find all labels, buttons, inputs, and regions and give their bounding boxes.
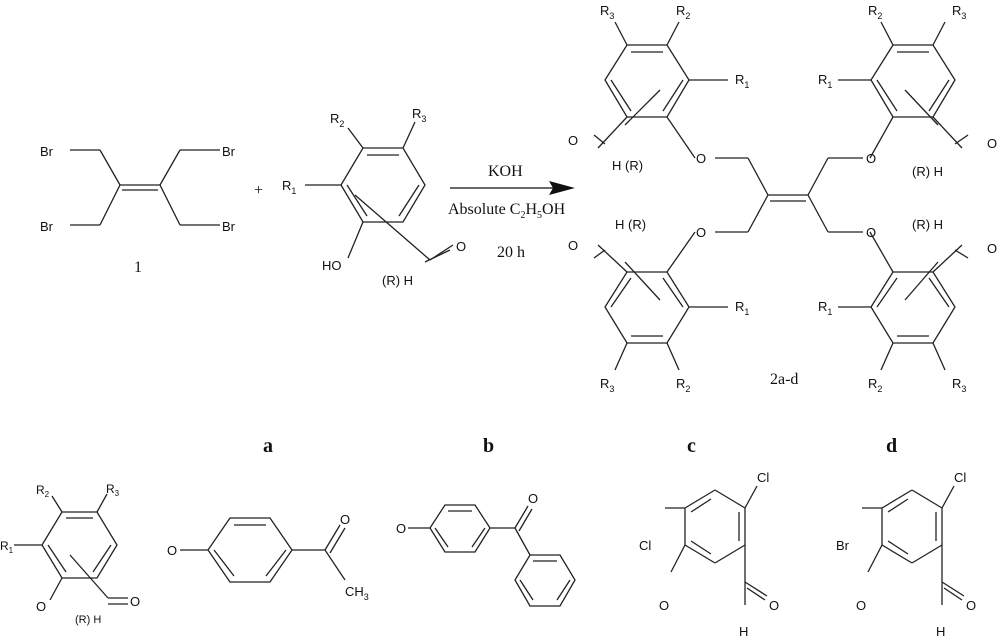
bond-line [714, 489, 746, 509]
bond-line [746, 587, 766, 601]
r2-label: R2 [36, 483, 50, 499]
r2-label: R2 [330, 111, 344, 129]
oxygen-label: O [340, 512, 350, 527]
oxygen-label: O [987, 136, 997, 151]
aldehyde-h-label: H [936, 624, 945, 639]
bond-line [881, 489, 913, 509]
oxygen-label: O [528, 491, 538, 506]
oxygen-label: O [856, 598, 866, 613]
oxygen-label: O [659, 598, 669, 613]
reagent-1-bonds [70, 149, 220, 226]
variant-c-bonds [665, 485, 768, 605]
aldehyde-h-label: H (R) [615, 217, 646, 232]
oxygen-label: O [966, 598, 976, 613]
variant-d-bonds [862, 485, 965, 605]
condition-base: KOH [488, 163, 523, 180]
condition-solvent: Absolute C2H5OH [448, 201, 566, 221]
r3-label: R3 [600, 3, 614, 21]
r2-label: R2 [676, 3, 690, 21]
bromine-label: Br [40, 144, 54, 159]
bond-line [744, 581, 768, 597]
chlorine-label: Cl [954, 470, 966, 485]
variant-a-bonds [180, 517, 346, 583]
bond-line [684, 544, 716, 564]
bond-line [911, 544, 943, 564]
r2-label: R2 [676, 376, 690, 394]
ether-oxygen-label: O [696, 225, 706, 240]
bond-line [941, 581, 965, 597]
bond-line [887, 498, 909, 513]
r2-label: R2 [868, 376, 882, 394]
oxygen-label: O [130, 594, 140, 609]
r2-label: R2 [868, 3, 882, 21]
aldehyde-h-label: (R) H [912, 164, 943, 179]
methyl-label: CH3 [345, 584, 369, 602]
aldehyde-h-label: (R) H [382, 273, 413, 288]
r1-label: R1 [735, 299, 749, 317]
bond-line [744, 485, 758, 509]
r3-label: R3 [412, 106, 426, 124]
variant-a-label: a [263, 435, 273, 457]
oxygen-label: O [769, 598, 779, 613]
oxygen-label: O [396, 521, 406, 536]
aldehyde-h-label: (R) H [912, 217, 943, 232]
oxygen-label: O [167, 543, 177, 558]
hydroxyl-label: HO [322, 258, 342, 273]
oxygen-label: O [456, 239, 466, 254]
oxygen-label: O [568, 133, 578, 148]
bromine-label: Br [836, 538, 850, 553]
bond-line [690, 540, 712, 555]
bromine-label: Br [222, 144, 236, 159]
oxygen-label: O [36, 599, 46, 614]
ether-oxygen-label: O [866, 225, 876, 240]
chlorine-label: Cl [757, 470, 769, 485]
product-label: 2a-d [770, 371, 798, 388]
bond-line [714, 544, 746, 564]
aldehyde-h-label: (R) H [75, 614, 101, 626]
bond-line [690, 498, 712, 513]
aldehyde-h-label: H (R) [612, 158, 643, 173]
r3-label: R3 [952, 376, 966, 394]
bond-line [911, 489, 943, 509]
chlorine-label: Cl [639, 538, 651, 553]
reaction-arrow-head [549, 181, 575, 195]
r1-label: R1 [0, 539, 14, 555]
bromine-label: Br [222, 219, 236, 234]
product-ring-bottom-left [593, 231, 728, 371]
bond-line [943, 587, 963, 601]
r1-label: R1 [282, 178, 296, 196]
aldehyde-h-label: H [739, 624, 748, 639]
bond-line [887, 540, 909, 555]
bond-line [670, 544, 686, 573]
reagent-1-label: 1 [134, 259, 142, 276]
product-ring-top-right [838, 21, 969, 159]
r1-label: R1 [818, 299, 832, 317]
product-ring-bottom-right [838, 231, 969, 371]
r3-label: R3 [106, 482, 120, 498]
plus-sign: + [254, 182, 263, 199]
variant-b-label: b [483, 435, 494, 457]
r1-label: R1 [818, 72, 832, 90]
bromine-label: Br [40, 219, 54, 234]
r3-label: R3 [952, 3, 966, 21]
ether-oxygen-label: O [696, 151, 706, 166]
r1-label: R1 [735, 72, 749, 90]
variant-b-bonds [408, 504, 576, 607]
oxygen-label: O [568, 238, 578, 253]
generic-aldehyde-bonds [14, 493, 128, 605]
oxygen-label: O [987, 241, 997, 256]
bond-line [684, 489, 716, 509]
bond-line [881, 544, 913, 564]
product-ring-top-left [593, 21, 728, 159]
bond-line [941, 485, 955, 509]
reagent-2-bonds [305, 121, 454, 263]
ether-oxygen-label: O [866, 151, 876, 166]
variant-d-label: d [886, 435, 897, 457]
r3-label: R3 [600, 376, 614, 394]
bond-line [867, 544, 883, 573]
product-core-bonds [715, 157, 863, 233]
condition-time: 20 h [497, 244, 525, 261]
variant-c-label: c [687, 435, 696, 457]
